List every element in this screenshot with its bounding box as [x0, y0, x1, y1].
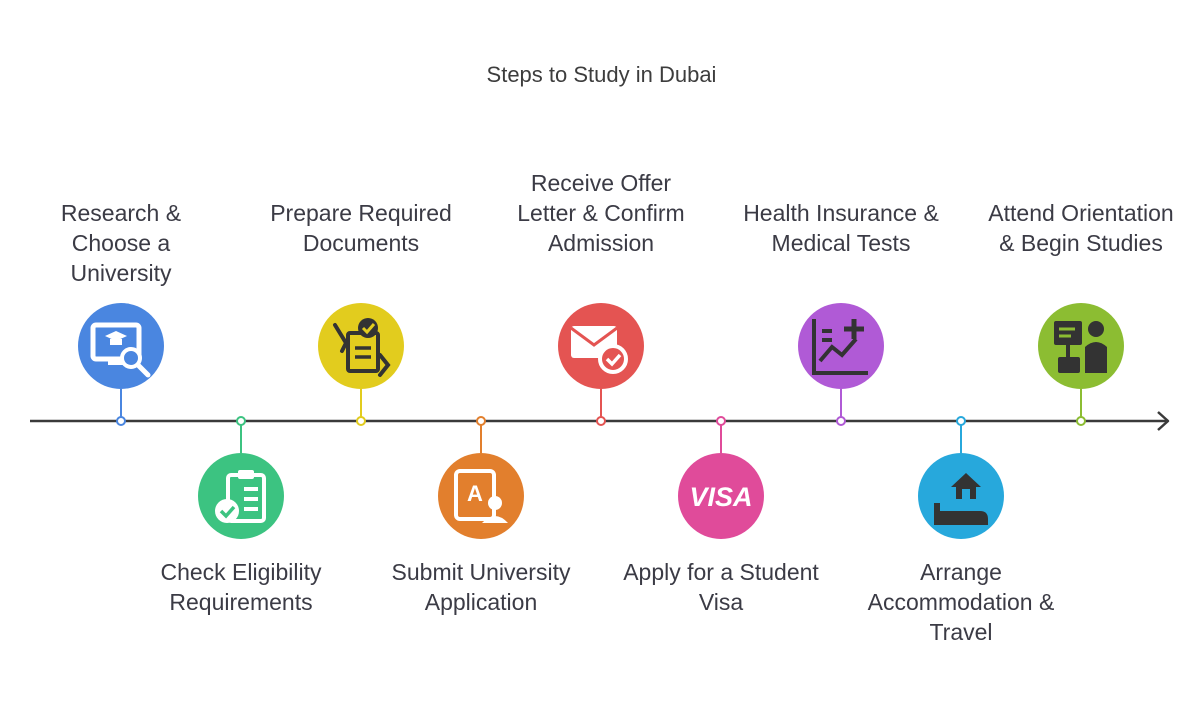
- university-search-icon: [90, 322, 151, 378]
- step-connector: [120, 389, 122, 421]
- timeline-node: [836, 416, 846, 426]
- step-label: Apply for a Student Visa: [623, 559, 819, 615]
- application-user-icon: A: [454, 469, 508, 523]
- timeline-node: [596, 416, 606, 426]
- timeline-node: [236, 416, 246, 426]
- diagram-title: Steps to Study in Dubai: [486, 62, 717, 87]
- step-circle: A: [438, 453, 524, 539]
- step-connector: [960, 421, 962, 453]
- step-circle: [798, 303, 884, 389]
- step-connector: [360, 389, 362, 421]
- svg-text:A: A: [467, 481, 483, 506]
- step-label: Receive Offer Letter & Confirm Admission: [517, 170, 685, 256]
- timeline-node: [356, 416, 366, 426]
- document-hand-check-icon: [333, 318, 391, 377]
- step-circle: [198, 453, 284, 539]
- step-label: Health Insurance & Medical Tests: [743, 200, 939, 256]
- svg-text:VISA: VISA: [689, 482, 752, 512]
- step-circle: [1038, 303, 1124, 389]
- step-label: Check Eligibility Requirements: [160, 559, 322, 615]
- timeline-node: [476, 416, 486, 426]
- timeline-node: [956, 416, 966, 426]
- step-connector: [840, 389, 842, 421]
- step-label: Submit University Application: [391, 559, 571, 615]
- medical-chart-icon: [812, 319, 868, 375]
- step-connector: [600, 389, 602, 421]
- step-connector: [240, 421, 242, 453]
- step-circle: VISA: [678, 453, 764, 539]
- timeline-node: [1076, 416, 1086, 426]
- timeline-node: [116, 416, 126, 426]
- step-label: Prepare Required Documents: [270, 200, 452, 256]
- step-circle: [918, 453, 1004, 539]
- visa-icon: VISA: [689, 482, 752, 512]
- house-bed-icon: [934, 473, 988, 525]
- clipboard-check-icon: [215, 470, 266, 523]
- timeline-node: [716, 416, 726, 426]
- envelope-check-icon: [570, 326, 628, 374]
- step-label: Research & Choose a University: [60, 200, 182, 286]
- step-circle: [78, 303, 164, 389]
- step-circle: [318, 303, 404, 389]
- step-connector: [1080, 389, 1082, 421]
- step-connector: [480, 421, 482, 453]
- step-label: Arrange Accommodation & Travel: [867, 559, 1055, 645]
- step-connector: [720, 421, 722, 453]
- step-label: Attend Orientation & Begin Studies: [988, 200, 1174, 256]
- timeline-arrow-icon: [1157, 411, 1170, 431]
- presentation-person-icon: [1054, 321, 1107, 373]
- step-circle: [558, 303, 644, 389]
